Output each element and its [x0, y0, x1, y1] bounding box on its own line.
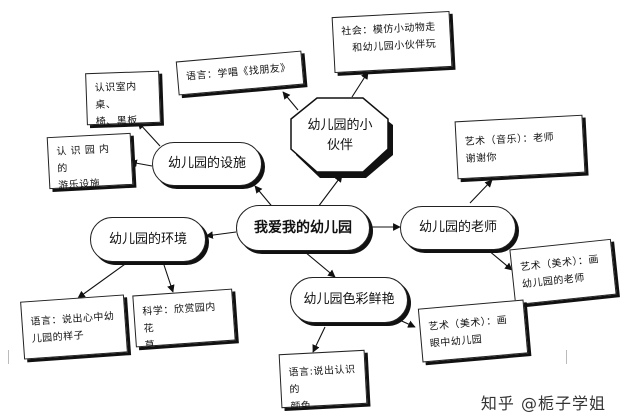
branch-environment: 幼儿园的环境	[90, 217, 206, 262]
branch-friends: 幼儿园的小伙伴	[290, 97, 393, 178]
leaf-lang-song-line1: 语言：学唱《找朋友》	[185, 62, 292, 83]
leaf-lang-heart: 语言：说出心中幼 儿园的样子	[20, 294, 128, 360]
branch-facilities-label: 幼儿园的设施	[167, 156, 246, 171]
leaf-play-line1: 认 识 园 内 的	[56, 143, 110, 175]
leaf-lang-colors: 语言:说出认识的 颜色	[278, 349, 368, 413]
edge-env-science	[162, 261, 175, 293]
edge-colors-eye	[394, 317, 416, 328]
branch-colors: 幼儿园色彩鲜艳	[290, 277, 408, 323]
leaf-social: 社会：模仿小动物走 和幼儿园小伙伴玩	[331, 10, 453, 74]
branch-friends-label: 幼儿园的小伙伴	[307, 118, 373, 153]
edge-center-environment	[205, 231, 237, 239]
edge-facilities-play	[129, 159, 153, 168]
leaf-play-line2: 游乐设施	[57, 178, 101, 192]
edge-colors-lang	[312, 326, 326, 353]
leaf-lang-song: 语言：学唱《找朋友》	[175, 50, 305, 96]
edge-friends-social	[351, 71, 369, 98]
leaf-science-line1: 科学：欣赏园内花	[142, 301, 217, 335]
center-label: 我爱我的幼儿园	[254, 220, 352, 236]
leaf-indoor-line2: 椅、黑板	[95, 115, 139, 128]
leaf-indoor: 认识室内桌、 椅、黑板	[85, 70, 161, 128]
watermark: 知乎 @栀子学姐	[480, 394, 606, 413]
leaf-art-teacher: 艺术（美术）：画 幼儿园的老师	[509, 238, 617, 306]
branch-facilities: 幼儿园的设施	[152, 142, 262, 186]
leaf-indoor-line1: 认识室内桌、	[94, 81, 137, 111]
edge-tick-right	[566, 350, 567, 364]
leaf-lang-colors-line1: 语言:说出认识的	[288, 364, 356, 396]
branch-environment-label: 幼儿园的环境	[108, 231, 187, 247]
leaf-science: 科学：欣赏园内花 草	[132, 288, 236, 352]
branch-teacher: 幼儿园的老师	[400, 206, 516, 250]
edge-teacher-art	[487, 249, 513, 271]
leaf-lang-colors-line2: 颜色	[290, 400, 312, 413]
leaf-art-eye: 艺术（美术）：画 眼中幼儿园	[417, 299, 529, 363]
octagon-shape	[290, 97, 393, 178]
edge-teacher-music	[469, 179, 493, 204]
edge-env-heart	[77, 261, 129, 299]
branch-teacher-label: 幼儿园的老师	[418, 220, 497, 235]
branch-colors-label: 幼儿园色彩鲜艳	[303, 292, 395, 307]
leaf-play: 认 识 园 内 的 游乐设施	[46, 132, 134, 192]
edge-center-friends	[317, 174, 343, 208]
center-node: 我爱我的幼儿园	[236, 205, 370, 251]
edge-tick-left	[8, 350, 9, 364]
leaf-music: 艺术（音乐）：老师 谢谢你	[454, 114, 586, 180]
edge-center-colors	[304, 251, 336, 278]
